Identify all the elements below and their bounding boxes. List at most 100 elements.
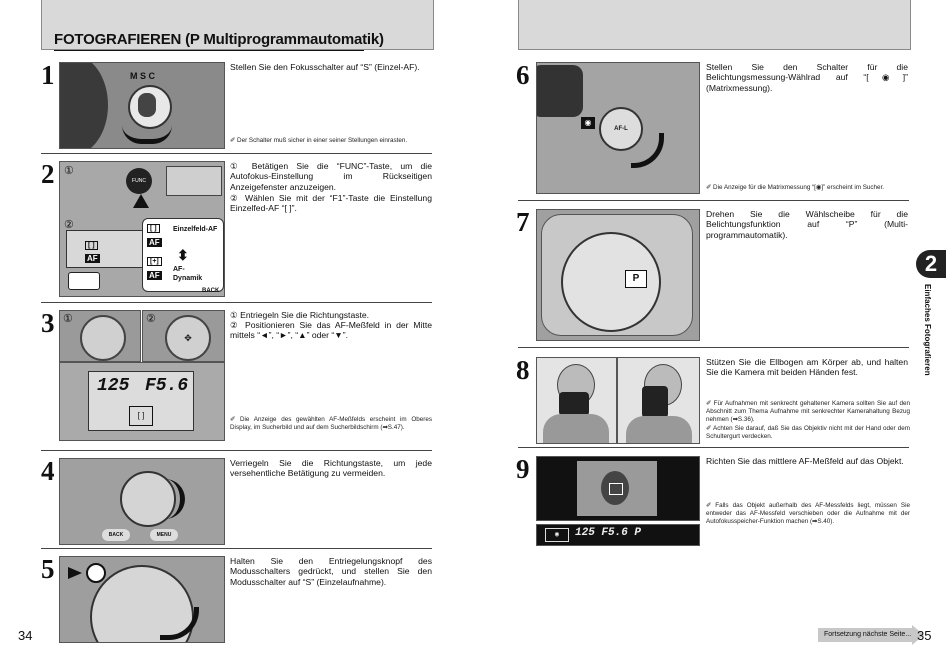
dial-ring (60, 63, 108, 148)
step-4-text: Verriegeln Sie die Richtungstaste, um je… (230, 458, 432, 479)
page-number-right: 35 (917, 628, 932, 643)
single-area-af-label: Einzelfeld-AF (173, 226, 218, 233)
direction-pad-icon: ✥ (165, 315, 211, 361)
func-button: FUNC (126, 168, 152, 194)
step-9-note: ✐ Falls das Objekt außerhalb des AF-Mess… (706, 502, 910, 525)
rotate-arrow-icon (122, 125, 172, 144)
back-button: BACK (102, 529, 130, 541)
page-title: FOTOGRAFIEREN (P Multiprogrammautomatik) (54, 31, 384, 48)
step-2-text-1: ① Betätigen Sie die “FUNC”-Taste, um die… (230, 161, 432, 192)
menu-button: MENU (150, 529, 178, 541)
matrix-metering-icon: ◉ (581, 117, 595, 129)
step-8-rule (518, 447, 909, 448)
step-1-text: Stellen Sie den Fokusschalter auf “S” (E… (230, 62, 420, 72)
chapter-title: Einfaches Fotografieren (923, 284, 932, 376)
chapter-tab[interactable]: 2 (916, 250, 946, 278)
step-8-photo-horizontal (536, 357, 617, 444)
f1-button-icon (68, 272, 100, 290)
step-3-note: ✐ Die Anzeige des gewählten AF-Meßfelds … (230, 416, 433, 431)
title-rule (54, 50, 364, 51)
step-2-text-2: ② Wählen Sie mit der “F1”-Taste die Eins… (230, 193, 432, 214)
step-3-photo-a: ① (59, 310, 141, 362)
step-8-note-1: ✐ Für Aufnahmen mit senkrecht gehaltener… (706, 400, 910, 423)
step-3-top-display: 125 F5.6 [ ] (59, 362, 225, 441)
continue-next-page-link[interactable]: Fortsetzung nächste Seite... (818, 625, 924, 645)
viewfinder-readout-text: 125 F5.6 P (575, 527, 642, 539)
af-indicator: AF (147, 238, 162, 247)
afl-label: AF-L (614, 126, 628, 132)
step-1-rule (41, 153, 432, 154)
rotate-arrow-icon (164, 479, 185, 519)
af-indicator: AF (85, 254, 100, 263)
step-6-photo: ◉ AF-L (536, 62, 700, 194)
step-7-text: Drehen Sie die Wählscheibe für die Belic… (706, 209, 908, 240)
step-7-rule (518, 347, 909, 348)
func-button-label: FUNC (132, 178, 146, 184)
af-area-icon: [ ] (129, 406, 153, 426)
step-9-viewfinder-readout: ◉ 125 F5.6 P (536, 524, 700, 546)
multi-selector-icon (80, 315, 126, 361)
camera-lens-icon (642, 386, 668, 418)
step-3-photo-b: ② ✥ (142, 310, 225, 362)
circle-label-2: ② (146, 313, 156, 325)
step-9-number: 9 (516, 454, 530, 484)
lcd-shutter-speed: 125 (97, 376, 130, 396)
af-mode-popup: [ ] Einzelfeld-AF AF ⬍ [+] AF-Dynamik AF (142, 218, 224, 292)
step-8-number: 8 (516, 355, 530, 385)
camera-lens-icon (559, 392, 589, 416)
lcd-aperture: F5.6 (145, 376, 189, 396)
focus-mode-labels: M S C (130, 71, 156, 81)
matrix-metering-icon: ◉ (545, 528, 569, 542)
step-1-note: ✐ Der Schalter muß sicher in einer seine… (230, 137, 408, 144)
press-arrow-icon (133, 194, 149, 208)
step-7-photo: P (536, 209, 700, 341)
step-1-number: 1 (41, 60, 55, 90)
step-4-number: 4 (41, 456, 55, 486)
release-button-icon (86, 563, 106, 583)
step-1-photo: M S C (59, 62, 225, 149)
lcd-detail-panel: [ ] AF (66, 230, 148, 268)
person-body (626, 416, 692, 443)
rotate-arrow-icon (160, 607, 199, 640)
back-button-label: BACK (108, 532, 124, 538)
step-6-text: Stellen Sie den Schalter für die Belicht… (706, 62, 908, 93)
menu-button-label: MENU (156, 532, 172, 538)
dynamic-area-af-icon: [+] (147, 257, 162, 266)
step-5-text: Halten Sie den Entriegelungsknopf des Mo… (230, 556, 432, 587)
step-5-number: 5 (41, 554, 55, 584)
viewfinder-eyepiece (537, 65, 583, 117)
step-8-text: Stützen Sie die Ellbogen am Körper ab, u… (706, 357, 908, 378)
step-2-number: 2 (41, 159, 55, 189)
step-3-number: 3 (41, 308, 55, 338)
subject-head (601, 471, 629, 505)
dial-p-mark: P (625, 270, 647, 288)
toggle-arrow-icon: ⬍ (177, 247, 189, 263)
step-4-rule (41, 548, 432, 549)
step-9-text: Richten Sie das mittlere AF-Meßfeld auf … (706, 456, 904, 466)
header-bar-left (41, 0, 434, 50)
person-body (543, 414, 609, 443)
circle-label-2: ② (64, 219, 74, 231)
step-2-rule (41, 302, 432, 303)
step-3-text-2: ② Positionieren Sie das AF-Meßfeld in de… (230, 320, 432, 341)
circle-label-1: ① (64, 165, 74, 177)
step-3-rule (41, 450, 432, 451)
dynamic-af-label: AF-Dynamik (173, 266, 203, 282)
step-8-photo-vertical (617, 357, 700, 444)
back-label: BACK (202, 288, 220, 294)
step-3-text-1: ① Entriegeln Sie die Richtungstaste. (230, 310, 370, 320)
step-6-number: 6 (516, 60, 530, 90)
step-5-photo (59, 556, 225, 643)
circle-label-1: ① (63, 313, 73, 325)
press-arrow-icon (68, 567, 82, 579)
step-7-number: 7 (516, 207, 530, 237)
af-indicator: AF (147, 271, 162, 280)
rear-lcd (166, 166, 222, 196)
step-8-note-2: ✐ Achten Sie darauf, daß Sie das Objekti… (706, 425, 910, 440)
single-area-af-icon: [ ] (147, 224, 160, 233)
top-lcd: 125 F5.6 [ ] (88, 371, 194, 431)
page-number-left: 34 (18, 628, 33, 643)
step-9-viewfinder (536, 456, 700, 521)
step-2-photo: ① FUNC ② [ ] AF [ ] Einzelfeld-AF AF ⬍ [… (59, 161, 225, 297)
step-6-note: ✐ Die Anzeige für die Matrixmessung “[◉]… (706, 184, 885, 191)
